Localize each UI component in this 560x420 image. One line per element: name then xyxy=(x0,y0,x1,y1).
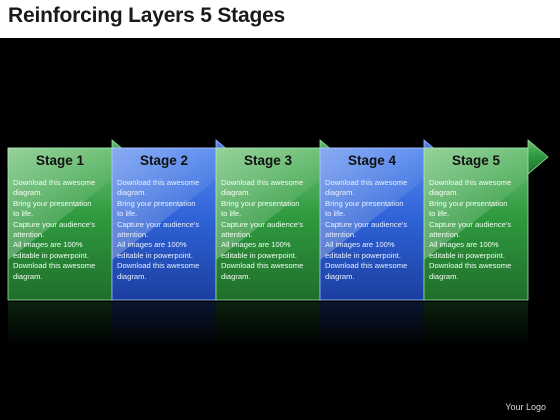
stage-description-line: diagram. xyxy=(221,271,251,281)
stage-description-line: Capture your audience's xyxy=(221,219,304,229)
stage-description-line: diagram. xyxy=(221,188,251,198)
slide-title: Reinforcing Layers 5 Stages xyxy=(8,4,286,27)
stage-arrow-shape xyxy=(7,139,133,301)
stage-description-line: All images are 100% xyxy=(429,240,499,250)
stage-description-line: Download this awesome xyxy=(117,261,200,271)
stage-description-line: editable in powerpoint. xyxy=(117,250,193,260)
stage-description-line: Capture your audience's xyxy=(429,219,512,229)
stage-description-line: Download this awesome xyxy=(325,261,408,271)
stage-description-line: to life. xyxy=(117,209,138,219)
stage-reflection xyxy=(320,302,424,348)
stage-label: Stage 2 xyxy=(139,153,189,168)
stage-description-line: diagram. xyxy=(429,188,459,198)
stage-arrow-shape xyxy=(423,139,549,301)
stage-description-line: Capture your audience's xyxy=(13,219,96,229)
stage-description-line: attention. xyxy=(325,230,357,240)
stage-description-line: attention. xyxy=(221,230,253,240)
stage-description-line: attention. xyxy=(429,230,461,240)
stage-description-line: Download this awesome xyxy=(325,178,408,187)
stage-label: Stage 5 xyxy=(451,153,501,168)
stage-description-line: Download this awesome xyxy=(13,178,96,187)
stage-description-line: Download this awesome xyxy=(13,261,96,271)
stage-description-line: diagram. xyxy=(325,188,355,198)
stage-reflection xyxy=(112,302,216,348)
stage-description-line: diagram. xyxy=(13,271,43,281)
stage-description-line: All images are 100% xyxy=(325,240,395,250)
stage-description-line: diagram. xyxy=(13,188,43,198)
stage-description-line: Bring your presentation xyxy=(221,198,300,208)
stage-description-line: editable in powerpoint. xyxy=(325,250,401,260)
stage-description-line: attention. xyxy=(13,230,45,240)
stage-description-line: Download this awesome xyxy=(429,178,512,187)
stage-description-line: editable in powerpoint. xyxy=(13,250,89,260)
stage-description-line: diagram. xyxy=(117,271,147,281)
stage-description-line: Bring your presentation xyxy=(429,198,508,208)
stage-description-line: editable in powerpoint. xyxy=(429,250,505,260)
title-bar: Reinforcing Layers 5 Stages xyxy=(0,0,560,38)
stage-description-line: to life. xyxy=(429,209,450,219)
stage-arrow-shape xyxy=(111,139,237,301)
stage-label: Stage 4 xyxy=(347,153,397,168)
stage-description-line: Download this awesome xyxy=(117,178,200,187)
stage-description-line: to life. xyxy=(221,209,242,219)
stage-description-line: to life. xyxy=(325,209,346,219)
stage-description-line: diagram. xyxy=(117,188,147,198)
stage-description-line: Download this awesome xyxy=(429,261,512,271)
stage-arrow-shape xyxy=(319,139,445,301)
stage-description-line: All images are 100% xyxy=(117,240,187,250)
stage-description-line: All images are 100% xyxy=(13,240,83,250)
stage-reflection xyxy=(216,302,320,348)
stage-description-line: Bring your presentation xyxy=(13,198,92,208)
stage-description-line: Bring your presentation xyxy=(325,198,404,208)
stage-description-line: Capture your audience's xyxy=(117,219,200,229)
stage-description-line: to life. xyxy=(13,209,34,219)
stage-description-line: Bring your presentation xyxy=(117,198,196,208)
stage-description-line: attention. xyxy=(117,230,149,240)
stage-description-line: diagram. xyxy=(325,271,355,281)
stage-label: Stage 3 xyxy=(243,153,293,168)
stage-label: Stage 1 xyxy=(35,153,85,168)
stage-description-line: Download this awesome xyxy=(221,178,304,187)
logo-text: Your Logo xyxy=(505,402,546,412)
stage-description-line: All images are 100% xyxy=(221,240,291,250)
stage-reflection xyxy=(424,302,528,348)
stage-description-line: diagram. xyxy=(429,271,459,281)
stage-reflection xyxy=(8,302,112,348)
stage-description-line: Download this awesome xyxy=(221,261,304,271)
stage-description-line: Capture your audience's xyxy=(325,219,408,229)
stage-description-line: editable in powerpoint. xyxy=(221,250,297,260)
